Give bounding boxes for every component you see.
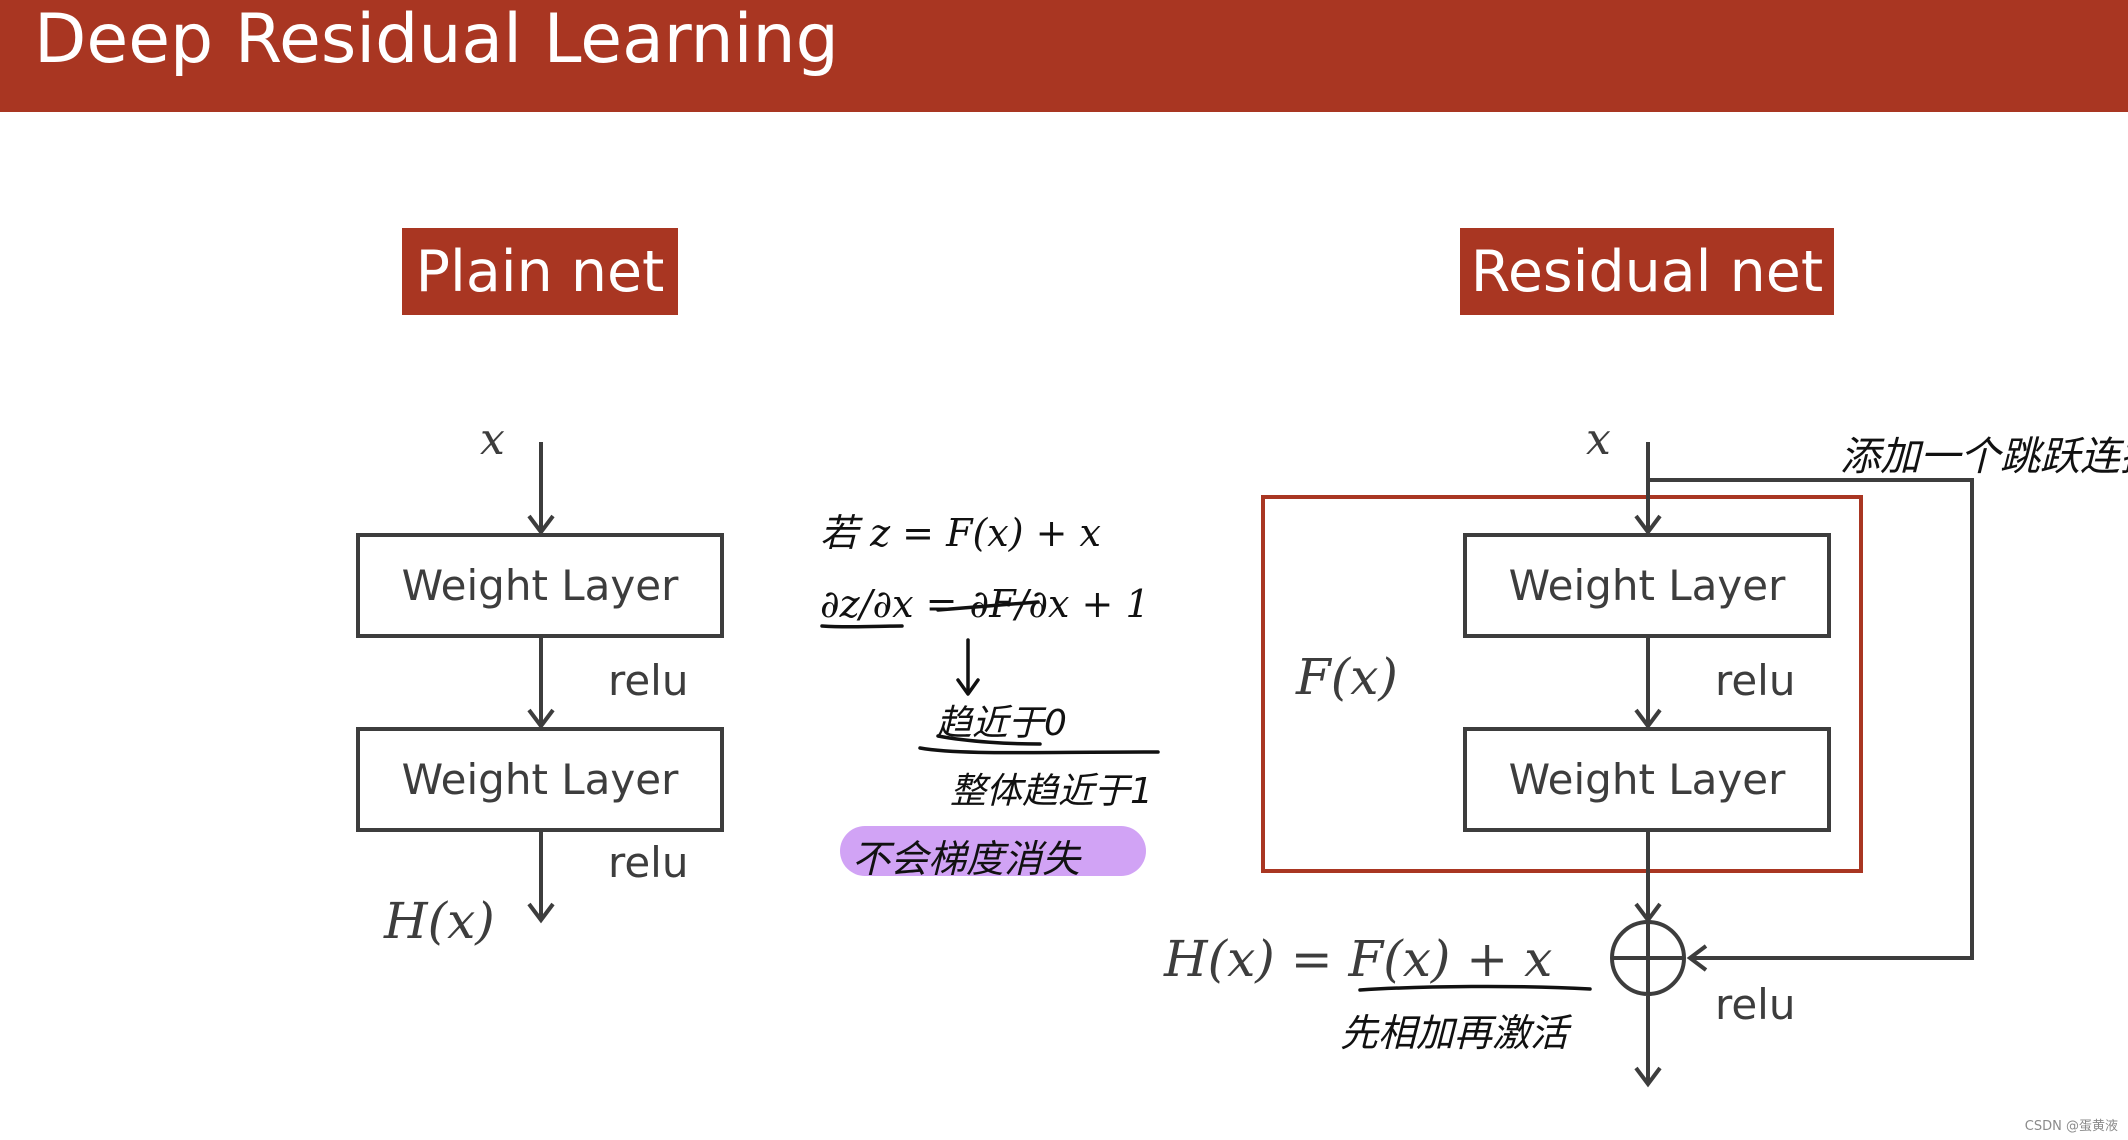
skip-connection-head	[1686, 944, 1708, 972]
plain-arrow-output-head	[527, 902, 555, 924]
residual-block-outline	[1261, 495, 1863, 873]
residual-relu-1: relu	[1715, 656, 1796, 705]
highlight-marker	[840, 826, 1146, 876]
skip-connection-note: 添加一个跳跃连接	[1840, 434, 2128, 480]
equation-note: 先相加再激活	[1340, 1011, 1569, 1055]
arrow-note: 趋近于0	[936, 703, 1067, 744]
sum-note: 整体趋近于1	[950, 771, 1153, 812]
plain-relu-1: relu	[608, 656, 689, 705]
res-arrow-mid-head	[1634, 708, 1662, 730]
plain-weight-layer-1: Weight Layer	[356, 533, 724, 638]
sum-node-plus	[1612, 922, 1684, 994]
residual-weight-layer-2: Weight Layer	[1463, 727, 1831, 832]
plain-net-label: Plain net	[402, 228, 678, 315]
plain-relu-2: relu	[608, 838, 689, 887]
title-bar: Deep Residual Learning	[0, 0, 2128, 112]
residual-relu-out: relu	[1715, 980, 1796, 1029]
slide-title: Deep Residual Learning	[34, 0, 839, 79]
plain-input-x: x	[480, 414, 505, 465]
formula-line-1: 若 z = F(x) + x	[820, 511, 1101, 555]
residual-weight-layer-1: Weight Layer	[1463, 533, 1831, 638]
residual-block-fx: F(x)	[1296, 648, 1398, 706]
residual-net-arrows	[1610, 442, 1974, 1088]
handwritten-ink	[820, 600, 1592, 992]
formula-line-2: ∂z/∂x = ∂F/∂x + 1	[820, 582, 1150, 626]
skip-connection-line	[1648, 478, 1974, 960]
plain-weight-layer-2: Weight Layer	[356, 727, 724, 832]
watermark: CSDN @蛋黄液	[2024, 1119, 2118, 1134]
plain-net-arrows	[527, 442, 555, 924]
plain-arrow-mid-head	[527, 708, 555, 730]
plain-arrow-input-head	[527, 514, 555, 536]
residual-equation: H(x) = F(x) + x	[1164, 930, 1553, 988]
highlight-note: 不会梯度消失	[852, 837, 1081, 881]
residual-input-x: x	[1586, 414, 1611, 465]
residual-net-label: Residual net	[1460, 228, 1834, 315]
res-arrow-input-head	[1634, 514, 1662, 536]
plain-output-hx: H(x)	[384, 892, 495, 950]
res-arrow-output-head	[1634, 1066, 1662, 1088]
